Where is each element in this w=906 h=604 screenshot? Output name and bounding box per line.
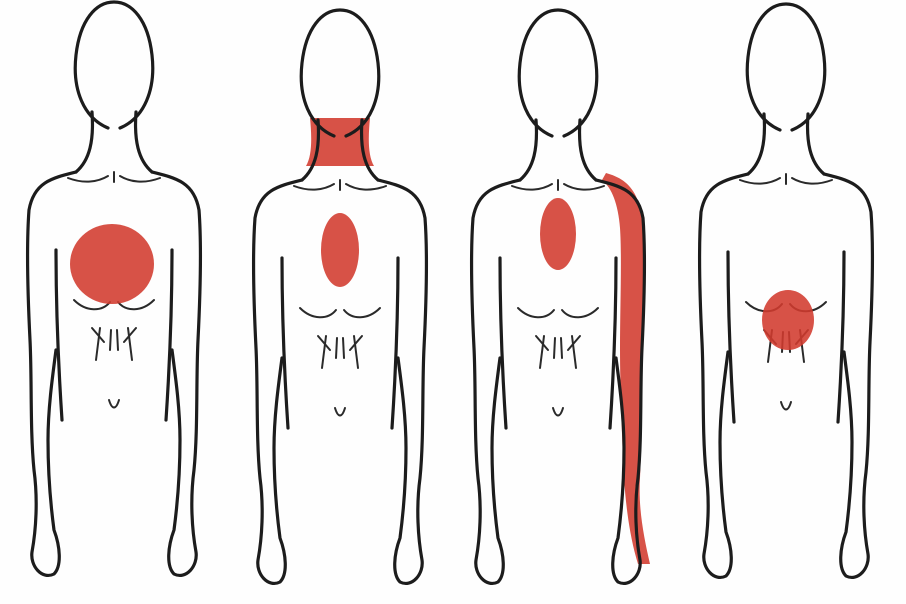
figure-3-torso (471, 10, 650, 583)
pain-region-chest-large (70, 224, 154, 304)
pain-region-upper-abdomen (762, 290, 814, 350)
figure-1-torso (27, 2, 200, 575)
figure-4-torso (699, 4, 872, 577)
figure-2-torso (253, 10, 426, 583)
pain-region-chest-center (321, 213, 359, 287)
pain-region-chest-center (540, 198, 576, 270)
